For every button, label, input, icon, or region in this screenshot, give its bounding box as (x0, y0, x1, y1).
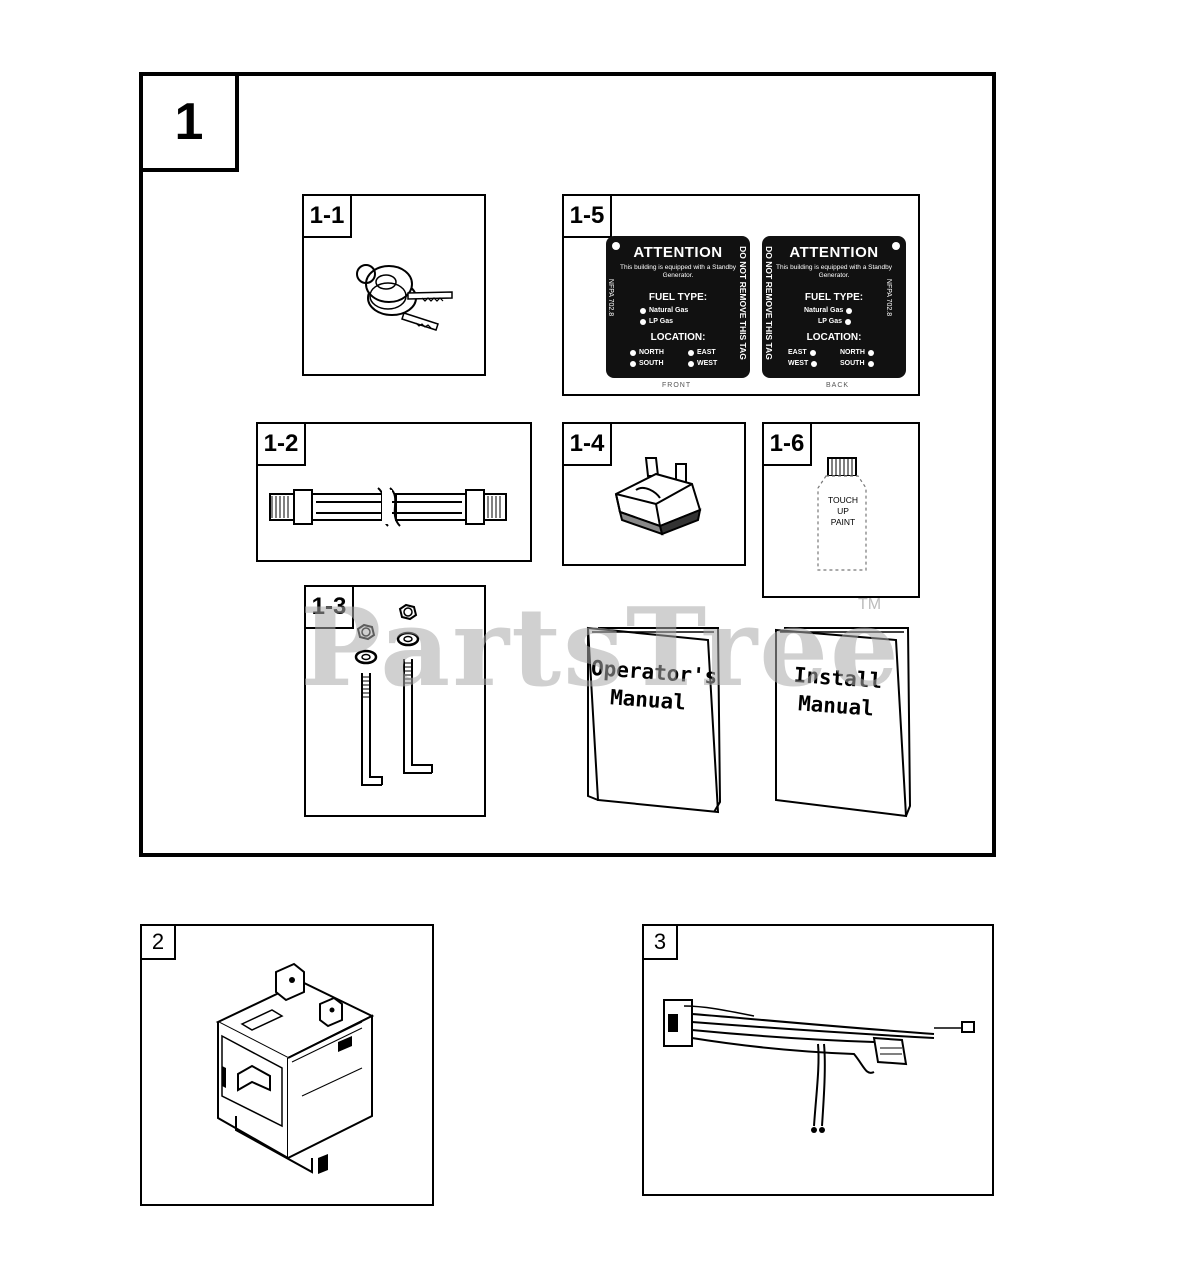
paint-label: TOUCH UP PAINT (820, 495, 866, 528)
location-option: SOUTH (639, 360, 664, 367)
location-option: EAST (697, 349, 716, 356)
do-not-remove-text: DO NOT REMOVE THIS TAG (737, 246, 748, 360)
bullet-icon (867, 349, 874, 356)
bullet-icon (845, 318, 851, 325)
attention-tag-back: ATTENTION This building is equipped with… (762, 236, 906, 378)
bullet-icon (846, 307, 853, 314)
install-manual-title: Install Manual (776, 660, 898, 724)
fuel-option: Natural Gas (804, 307, 844, 314)
fuel-option: LP Gas (818, 318, 842, 325)
part-1-2-label: 1-2 (258, 424, 306, 466)
fuel-type-heading: FUEL TYPE: (804, 292, 864, 303)
part-1-1-panel[interactable]: 1-1 (302, 194, 486, 376)
fuel-option: LP Gas (649, 318, 673, 325)
part-1-6-label: 1-6 (764, 424, 812, 466)
location-heading: LOCATION: (806, 332, 862, 343)
location-option: WEST (697, 360, 718, 367)
keys-icon (356, 264, 453, 331)
fuel-type-heading: FUEL TYPE: (648, 292, 708, 303)
group-3-label: 3 (644, 926, 678, 960)
part-1-4-label: 1-4 (564, 424, 612, 466)
relay-module-icon (215, 962, 375, 1174)
location-option: NORTH (840, 349, 865, 356)
bullet-icon (811, 360, 818, 367)
bullet-icon (809, 349, 816, 356)
location-option: WEST (788, 360, 809, 367)
part-1-1-label: 1-1 (304, 196, 352, 238)
nfpa-code-text: NFPA 702.8 (885, 278, 893, 317)
kit-group-2-panel[interactable]: 2 (140, 924, 434, 1206)
wiring-harness-icon (663, 999, 975, 1133)
operators-manual-title: Operator's Manual (588, 654, 718, 718)
location-option: EAST (788, 349, 807, 356)
tag-subtitle: This building is equipped with a Standby… (776, 264, 892, 279)
attention-tag-front: ATTENTION This building is equipped with… (606, 236, 750, 378)
location-option: NORTH (639, 349, 664, 356)
bullet-icon (630, 349, 636, 356)
paint-label-line: TOUCH (827, 495, 859, 505)
part-1-5-panel[interactable]: 1-5 ATTENTION This building is equipped … (562, 194, 920, 396)
group-2-label: 2 (142, 926, 176, 960)
fuse-icon (614, 457, 702, 536)
paint-label-line: UP (837, 506, 849, 516)
tag-title: ATTENTION (633, 244, 723, 261)
bullet-icon (867, 360, 874, 367)
watermark-tm: TM (858, 596, 882, 613)
location-heading: LOCATION: (650, 332, 706, 343)
bullet-icon (640, 307, 646, 314)
paint-label-line: PAINT (830, 517, 856, 527)
bullet-icon (640, 318, 646, 325)
part-1-4-panel[interactable]: 1-4 (562, 422, 746, 566)
bullet-icon (688, 349, 694, 356)
nfpa-code-text: NFPA 702.8 (607, 278, 615, 317)
location-option: SOUTH (840, 360, 865, 367)
tag-title: ATTENTION (789, 244, 879, 261)
part-1-3-label: 1-3 (306, 587, 354, 629)
anchor-bolt-icon (354, 603, 433, 786)
tag-subtitle: This building is equipped with a Standby… (620, 264, 736, 279)
tag-hole-icon (892, 242, 900, 250)
part-1-5-label: 1-5 (564, 196, 612, 238)
part-1-3-panel[interactable]: 1-3 (304, 585, 486, 817)
bullet-icon (630, 360, 636, 367)
kit-group-3-panel[interactable]: 3 (642, 924, 994, 1196)
fuel-option: Natural Gas (649, 307, 689, 314)
group-1-label: 1 (143, 76, 239, 172)
back-caption: BACK (826, 382, 850, 389)
part-1-2-panel[interactable]: 1-2 (256, 422, 532, 562)
fuel-hose-icon (269, 487, 507, 527)
front-caption: FRONT (662, 382, 692, 389)
bullet-icon (688, 360, 694, 367)
touch-up-paint-icon (817, 457, 867, 571)
tag-hole-icon (612, 242, 620, 250)
part-1-6-panel[interactable]: 1-6 (762, 422, 920, 598)
do-not-remove-text: DO NOT REMOVE THIS TAG (763, 246, 774, 360)
